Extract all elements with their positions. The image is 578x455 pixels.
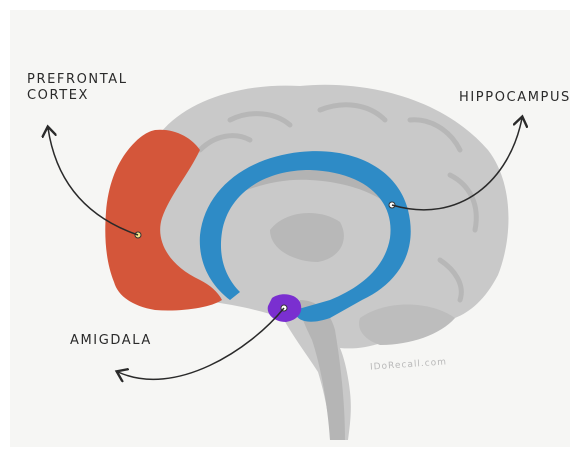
hippocampus-label: HIPPOCAMPUS xyxy=(459,90,571,106)
amygdala-label: AMIGDALA xyxy=(70,333,152,349)
prefrontal-cortex-label: PREFRONTAL CORTEX xyxy=(27,72,128,104)
